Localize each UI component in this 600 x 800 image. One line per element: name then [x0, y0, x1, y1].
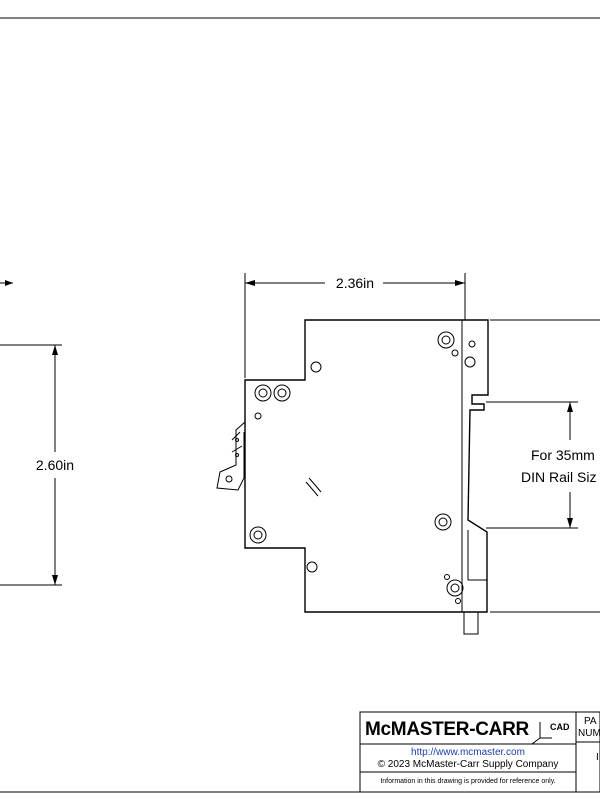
- cad-label: CAD: [550, 722, 570, 732]
- title-block: McMASTER-CARR CAD http://www.mcmaster.co…: [359, 711, 600, 793]
- website-link[interactable]: http://www.mcmaster.com: [411, 747, 525, 758]
- din-rail-note-line1: For 35mm: [531, 447, 595, 463]
- din-rail-dimension: For 35mm DIN Rail Siz: [486, 319, 600, 613]
- cad-axis-icon: [531, 722, 552, 745]
- width-dimension: 2.36in: [244, 273, 466, 378]
- brand-logo-text: McMASTER-CARR: [365, 719, 530, 740]
- circuit-breaker-side-view: [216, 319, 489, 635]
- height-dimension: 2.60in: [36, 345, 74, 585]
- width-dimension-label: 2.36in: [336, 275, 374, 291]
- part-number-label-line1: PA: [584, 716, 597, 727]
- copyright-text: © 2023 McMaster-Carr Supply Company: [378, 759, 559, 770]
- part-number-label-line2: NUM: [578, 728, 600, 739]
- din-rail-note-line2: DIN Rail Siz: [521, 469, 596, 485]
- left-view-fragment: [0, 280, 62, 586]
- disclaimer-text: Information in this drawing is provided …: [380, 778, 555, 785]
- height-dimension-label: 2.60in: [36, 457, 74, 473]
- part-number-value: I: [596, 752, 599, 763]
